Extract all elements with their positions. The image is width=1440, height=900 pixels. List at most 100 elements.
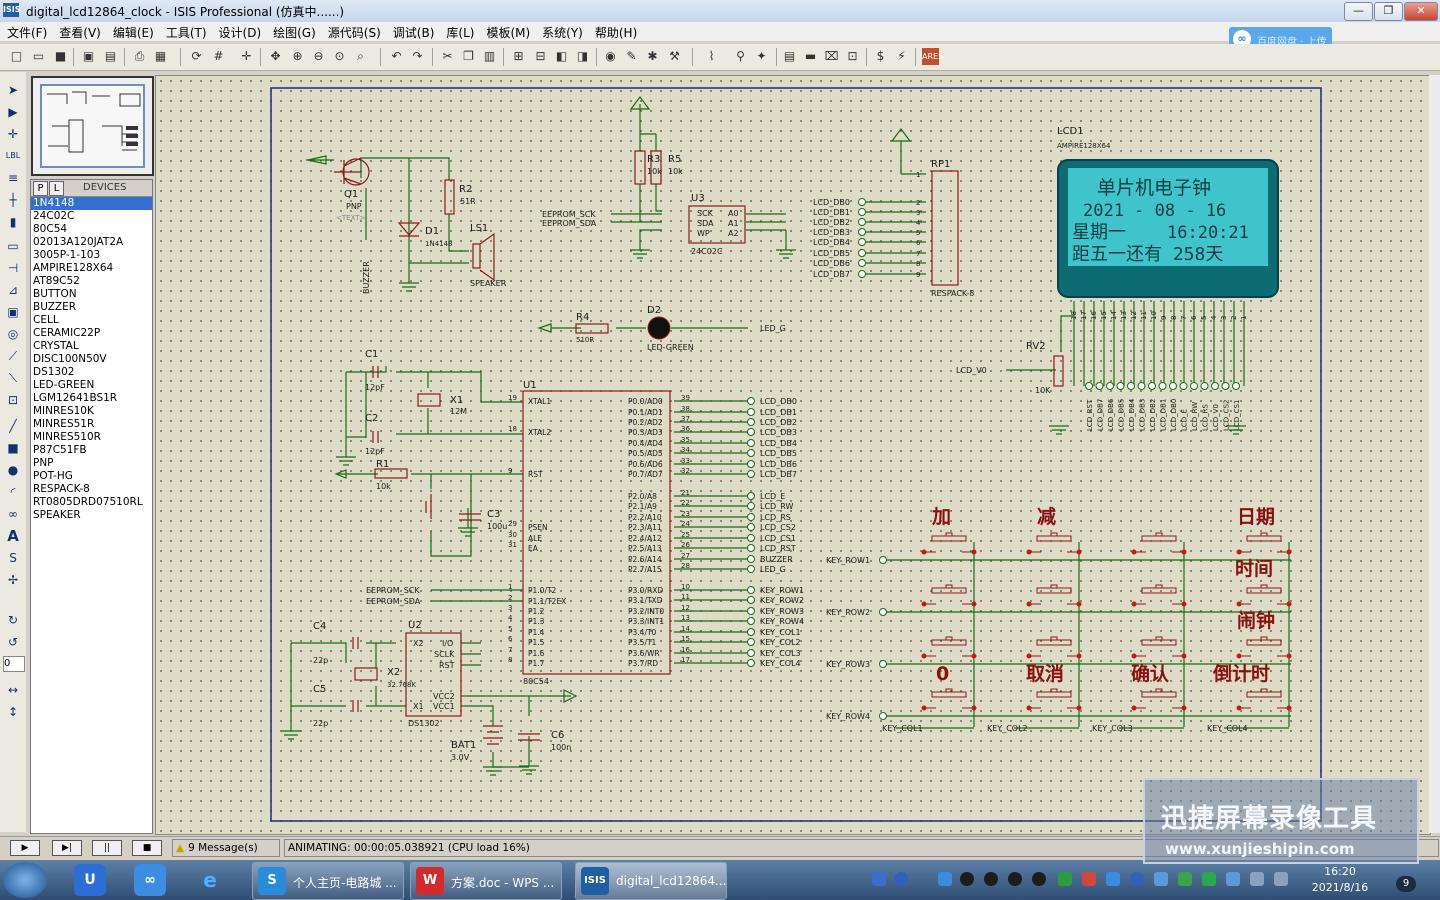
menu-edit[interactable]: 编辑(E): [112, 26, 154, 40]
paste-icon[interactable]: ▥: [483, 49, 496, 63]
qq-icon[interactable]: [1008, 872, 1022, 886]
device-item[interactable]: PNP: [33, 457, 54, 469]
menu-view[interactable]: 查看(V): [59, 26, 101, 40]
close-button[interactable]: ✕: [1404, 2, 1438, 21]
menu-debug[interactable]: 调试(B): [392, 26, 435, 40]
menu-library[interactable]: 库(L): [446, 26, 475, 40]
print-area-icon[interactable]: ▦: [154, 49, 167, 63]
menu-help[interactable]: 帮助(H): [594, 26, 638, 40]
origin-icon[interactable]: ✛: [241, 49, 252, 63]
tray-security-icon[interactable]: [1202, 872, 1216, 886]
decompose-icon[interactable]: ✱: [647, 49, 658, 63]
taskbar-isis-button[interactable]: ISIS digital_lcd12864...: [575, 862, 727, 900]
overview-window[interactable]: [31, 76, 154, 176]
wire-label-icon[interactable]: LBL: [5, 151, 21, 160]
pan-icon[interactable]: ✥: [270, 49, 281, 63]
device-item[interactable]: 1N4148: [31, 197, 152, 210]
device-item[interactable]: 02013A120JAT2A: [33, 236, 124, 248]
volume-icon[interactable]: [1274, 872, 1288, 886]
device-item[interactable]: BUZZER: [33, 301, 77, 313]
menu-template[interactable]: 模板(M): [486, 26, 531, 40]
make-device-icon[interactable]: ✎: [626, 49, 637, 63]
pause-button[interactable]: ||: [92, 840, 122, 856]
device-item[interactable]: LGM12641BS1R: [33, 392, 118, 404]
device-item[interactable]: RT0805DRD07510RL: [33, 496, 143, 508]
arc-icon[interactable]: ◜: [10, 485, 16, 499]
zoom-out-icon[interactable]: ⊖: [313, 49, 324, 63]
terminals-icon[interactable]: ▭: [7, 239, 19, 253]
junction-dot-icon[interactable]: ✛: [7, 127, 19, 141]
mirror-vertical-icon[interactable]: ↕: [7, 705, 19, 719]
save-icon[interactable]: ■: [54, 49, 67, 63]
symbol-icon[interactable]: S: [9, 551, 17, 565]
marker-icon[interactable]: ✢: [7, 573, 19, 587]
text-icon[interactable]: A: [7, 527, 19, 545]
tray-network-icon[interactable]: [1178, 872, 1192, 886]
taskbar-wps-button[interactable]: W 方案.doc - WPS ...: [410, 862, 562, 900]
new-sheet-icon[interactable]: ▤: [783, 49, 796, 63]
baidu-netdisk-icon[interactable]: ∞: [134, 864, 166, 896]
tray-record-icon[interactable]: [1082, 872, 1096, 886]
voltage-probe-icon[interactable]: ⟋: [8, 349, 18, 363]
print-icon[interactable]: ⎙: [134, 49, 145, 63]
current-probe-icon[interactable]: ⟍: [8, 371, 18, 385]
tray-app-icon[interactable]: [938, 872, 952, 886]
menu-file[interactable]: 文件(F): [7, 26, 48, 40]
refresh-icon[interactable]: ⟳: [191, 49, 202, 63]
vertical-scrollbar[interactable]: [1429, 75, 1440, 833]
device-item[interactable]: MINRES51R: [33, 418, 95, 430]
device-item[interactable]: DS1302: [33, 366, 75, 378]
tray-sync-icon[interactable]: [1130, 872, 1144, 886]
tape-recorder-icon[interactable]: ▣: [7, 305, 19, 319]
notification-badge[interactable]: 9: [1396, 876, 1416, 892]
rotation-angle-input[interactable]: 0: [3, 656, 25, 672]
device-item[interactable]: RESPACK-8: [33, 483, 90, 495]
tray-input-icon[interactable]: [872, 872, 886, 886]
minimize-button[interactable]: —: [1344, 2, 1373, 21]
device-item[interactable]: MINRES10K: [33, 405, 94, 417]
cut-icon[interactable]: ✂: [442, 49, 453, 63]
qq-icon[interactable]: [984, 872, 998, 886]
overview-viewport[interactable]: [40, 84, 145, 168]
qq-icon[interactable]: [1032, 872, 1046, 886]
device-item[interactable]: AT89C52: [33, 275, 80, 287]
tray-chat-icon[interactable]: [1154, 872, 1168, 886]
tray-shield-icon[interactable]: [1226, 872, 1240, 886]
device-item[interactable]: CELL: [33, 314, 59, 326]
virtual-instruments-icon[interactable]: ⊡: [7, 393, 19, 407]
library-manager-button[interactable]: L: [49, 181, 64, 196]
ares-netlist-icon[interactable]: ARES: [922, 48, 943, 65]
pick-devices-button[interactable]: P: [33, 181, 48, 196]
electrical-check-icon[interactable]: ⚡: [897, 49, 906, 63]
device-item[interactable]: MINRES510R: [33, 431, 101, 443]
device-pins-icon[interactable]: ⊣: [7, 261, 19, 275]
system-clock[interactable]: 16:20 2021/8/16: [1306, 864, 1374, 896]
taskbar-browser-button[interactable]: S 个人主页-电路城 ...: [252, 862, 404, 900]
tray-network-status-icon[interactable]: [1250, 872, 1264, 886]
undo-icon[interactable]: ↶: [391, 49, 402, 63]
new-file-icon[interactable]: □: [10, 49, 23, 63]
device-item[interactable]: CRYSTAL: [33, 340, 79, 352]
zoom-area-icon[interactable]: ⌕: [357, 49, 364, 63]
menu-system[interactable]: 系统(Y): [542, 26, 583, 40]
device-item[interactable]: AMPIRE128X64: [33, 262, 114, 274]
text-script-icon[interactable]: ≡: [7, 171, 19, 185]
device-item[interactable]: SPEAKER: [33, 509, 81, 521]
pick-device-icon[interactable]: ◉: [605, 49, 616, 63]
open-folder-icon[interactable]: ▭: [32, 49, 45, 63]
box-icon[interactable]: ■: [7, 441, 19, 455]
play-button[interactable]: ▶: [10, 840, 40, 856]
packaging-icon[interactable]: ⚒: [669, 49, 680, 63]
import-icon[interactable]: ▣: [82, 49, 95, 63]
device-item[interactable]: 3005P-1-103: [33, 249, 101, 261]
subcircuit-icon[interactable]: ▮: [9, 215, 17, 229]
wechat-icon[interactable]: [1058, 872, 1072, 886]
security-app-icon[interactable]: U: [74, 864, 106, 896]
path-icon[interactable]: ∞: [8, 507, 18, 521]
rotate-anticlockwise-icon[interactable]: ↺: [7, 635, 19, 649]
device-item[interactable]: POT-HG: [33, 470, 73, 482]
search-icon[interactable]: ⚲: [736, 49, 745, 63]
bill-of-materials-icon[interactable]: $: [876, 49, 885, 63]
device-item[interactable]: P87C51FB: [33, 444, 87, 456]
